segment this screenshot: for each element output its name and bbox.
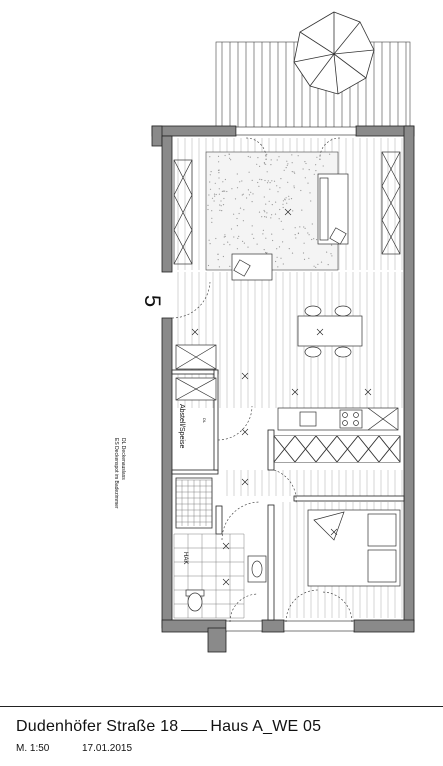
interior-walls [171, 369, 405, 621]
armchair [231, 253, 273, 281]
floor-plan [151, 11, 415, 653]
shower [175, 477, 213, 529]
legend-symbol-es: ES [113, 438, 119, 445]
storage-units [175, 344, 217, 401]
level-number: 5 [140, 294, 166, 308]
parasol-icon [293, 11, 375, 95]
tag-hak: HAK [182, 552, 188, 565]
legend-symbol-dl: DL [120, 438, 126, 445]
street-address: Dudenhöfer Straße 18 [16, 718, 179, 735]
building-name: Haus A [210, 718, 264, 735]
plan-date: 17.01.2015 [82, 743, 133, 754]
sofa [317, 173, 349, 245]
windows [225, 126, 357, 632]
toilet [185, 589, 205, 612]
bed [307, 509, 401, 587]
legend-item-es: Deckenspot im Badezimmer [113, 446, 119, 509]
plan-legend: DL Deckenauslass ES Deckenspot im Badezi… [112, 438, 126, 509]
washbasin [247, 555, 267, 583]
wardrobe-left [173, 159, 193, 265]
upper-cabinets [273, 435, 401, 463]
ceiling-outlet-markers [191, 208, 372, 586]
dining-table [297, 305, 363, 358]
wardrobe-right [381, 151, 401, 255]
room-label-storage: Abstell/Speise [178, 404, 185, 449]
door-swings [171, 137, 353, 623]
bathroom-tiles [173, 479, 245, 619]
tag-dl-storage: DL [202, 418, 207, 424]
unit-name: WE 05 [272, 718, 322, 735]
legend-item-dl: Deckenauslass [120, 445, 126, 480]
kitchen-counter [277, 407, 399, 431]
rug-texture [207, 153, 334, 269]
title-rule [0, 706, 443, 707]
plan-scale: M. 1:50 [16, 743, 50, 754]
